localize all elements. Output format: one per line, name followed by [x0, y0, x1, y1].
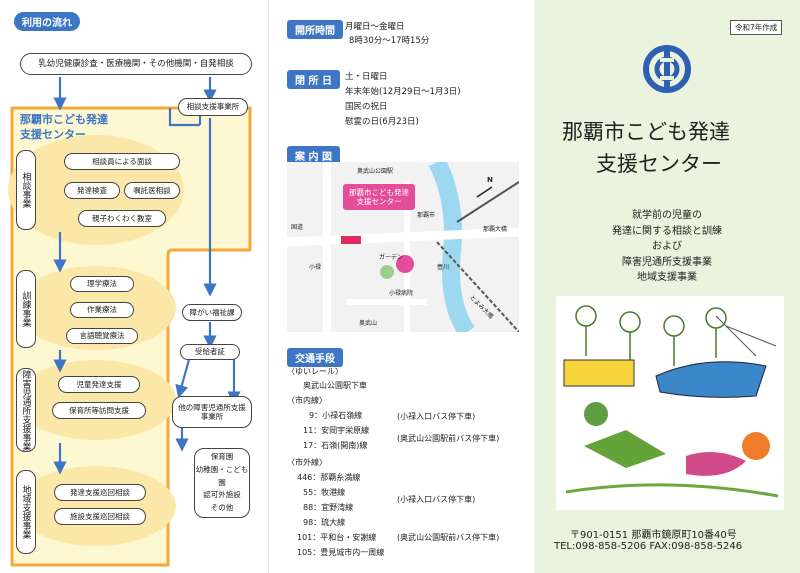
contact: TEL:098-858-5206 FAX:098-858-5246 — [554, 541, 743, 552]
city-emblem-icon — [643, 45, 691, 93]
map-label: 壺川 — [437, 264, 450, 271]
map-north: N — [487, 176, 493, 184]
center-title-2: 支援センター — [20, 128, 86, 141]
closed-line: 年末年始(12月29日～1月3日) — [345, 87, 461, 97]
subtitle-line: 障害児通所支援事業 — [622, 256, 712, 268]
closed-line: 土・日曜日 — [345, 72, 388, 82]
hours-line: 8時30分～17時15分 — [349, 36, 430, 46]
closed-line: 国民の祝日 — [345, 102, 388, 112]
nursery-list: 保育園 幼稚園・こども園 認可外施設 その他 — [194, 448, 250, 518]
outer-lines-heading: 〈市外線〉 — [287, 458, 327, 467]
section-tsusho: 障害児通所支援事業 — [16, 368, 36, 452]
flow-panel: 利用の流れ — [0, 0, 268, 573]
address: 〒901-0151 那覇市鏡原町10番40号 — [570, 530, 737, 541]
city-lines-heading: 〈市内線〉 — [287, 396, 327, 405]
map-label: 奥武山 — [359, 320, 378, 327]
subtitle-line: 就学前の児童の — [632, 210, 702, 221]
outer-route: 98：琉大線 — [303, 518, 346, 527]
stop-note: (奥武山公園駅前バス停下車) — [397, 533, 500, 542]
flow-header: 利用の流れ — [14, 12, 80, 31]
closed-line: 慰霊の日(6月23日) — [345, 117, 419, 127]
outer-route: 446：那覇糸満線 — [297, 473, 361, 482]
section-consult: 相談事業 — [16, 150, 36, 230]
other-offices: 他の障害児通所支援 事業所 — [172, 396, 252, 428]
training-item: 理学療法 — [70, 276, 134, 292]
consult-item: 嘱託医相談 — [124, 182, 180, 199]
transport-header: 交通手段 — [287, 348, 343, 367]
hours-header: 開所時間 — [287, 20, 343, 39]
outer-route: 105：豊見城市内一周線 — [297, 548, 385, 557]
drawing-art — [563, 305, 779, 498]
city-route: 11：安岡宇栄原線 — [303, 426, 370, 435]
stop-note: (奥武山公園駅前バス停下車) — [397, 434, 500, 443]
map-label: 小禄病院 — [389, 290, 414, 297]
referral-sources: 乳幼児健康診査・医療機関・その他機関・自発相談 — [20, 53, 252, 75]
map-label: 奥武山公園駅 — [357, 168, 394, 175]
training-item: 作業療法 — [70, 302, 134, 318]
cover-subtitle: 就学前の児童の 発達に関する相談と訓練 および 障害児通所支援事業 地域支援事業 — [534, 208, 800, 286]
tsusho-item: 保育所等訪問支援 — [52, 402, 146, 419]
cover-title-2: 支援センター — [596, 152, 722, 176]
subtitle-line: 発達に関する相談と訓練 — [612, 225, 722, 237]
chiiki-item: 施設支援巡回相談 — [54, 508, 146, 525]
city-route: 17：石嶺(開南)線 — [303, 441, 368, 450]
consult-item: 発達検査 — [64, 182, 120, 199]
child-drawing — [556, 296, 784, 510]
city-route: 9：小禄石嶺線 — [309, 411, 363, 420]
welfare-division: 障がい福祉課 — [182, 304, 242, 321]
subtitle-line: および — [652, 241, 682, 252]
nursery-item: その他 — [210, 503, 234, 513]
nursery-item: 認可外施設 — [203, 490, 241, 500]
map-label: 那覇大橋 — [483, 226, 508, 233]
section-chiiki: 地域支援事業 — [16, 470, 36, 554]
consult-item: 親子わくわく教室 — [78, 210, 166, 227]
center-title-1: 那覇市こども発達 — [20, 113, 108, 126]
section-training: 訓練事業 — [16, 270, 36, 348]
info-panel: 開所時間 月曜日～金曜日 8時30分～17時15分 閉 所 日 土・日曜日 年末… — [268, 0, 535, 573]
cover-panel: 令和7年作成 那覇市こども発達 支援センター 就学前の児童の 発達に関する相談と… — [534, 0, 800, 573]
consult-office: 相談支援事業所 — [178, 98, 248, 116]
other-offices-line: 他の障害児通所支援 — [178, 402, 246, 412]
map-label: ガーデン — [379, 254, 404, 261]
access-map: 那覇市こども発達 支援センター 奥武山公園駅 那覇市 那覇大橋 とよみ大橋 小禄… — [287, 162, 519, 332]
cover-title-1: 那覇市こども発達 — [562, 120, 730, 144]
date-badge: 令和7年作成 — [730, 20, 783, 35]
nursery-item: 保育園 — [210, 452, 234, 462]
training-item: 言語聴覚療法 — [66, 328, 138, 344]
stop-note: (小禄入口バス停下車) — [397, 495, 476, 504]
outer-route: 101：平和台・安謝線 — [297, 533, 377, 542]
map-center-label: 那覇市こども発達 支援センター — [343, 184, 415, 210]
map-header: 案 内 図 — [287, 146, 340, 165]
subtitle-line: 地域支援事業 — [637, 272, 697, 283]
beneficiary-certificate: 受給者証 — [180, 344, 240, 360]
hours-line: 月曜日～金曜日 — [345, 22, 405, 32]
map-center-line: 支援センター — [356, 197, 402, 206]
map-label: 那覇市 — [417, 212, 436, 219]
outer-route: 55：牧港線 — [303, 488, 346, 497]
chiiki-item: 発達支援巡回相談 — [54, 484, 146, 501]
chiiki-bubble — [16, 466, 176, 546]
tsusho-bubble — [16, 360, 176, 440]
yui-rail-stop: 奥武山公園駅下車 — [303, 381, 367, 390]
tsusho-item: 児童発達支援 — [58, 376, 140, 393]
other-offices-line: 事業所 — [200, 412, 224, 421]
consult-item: 相談員による面談 — [64, 153, 180, 170]
nursery-item: 幼稚園・こども園 — [195, 464, 249, 487]
map-center-line: 那覇市こども発達 — [349, 187, 409, 197]
stop-note: (小禄入口バス停下車) — [397, 412, 476, 421]
yui-rail-heading: 〈ゆいレール〉 — [287, 367, 343, 376]
map-label: 小禄 — [309, 264, 322, 271]
outer-route: 88：宜野湾線 — [303, 503, 354, 512]
map-label: 国道 — [291, 224, 304, 231]
closed-header: 閉 所 日 — [287, 70, 340, 89]
